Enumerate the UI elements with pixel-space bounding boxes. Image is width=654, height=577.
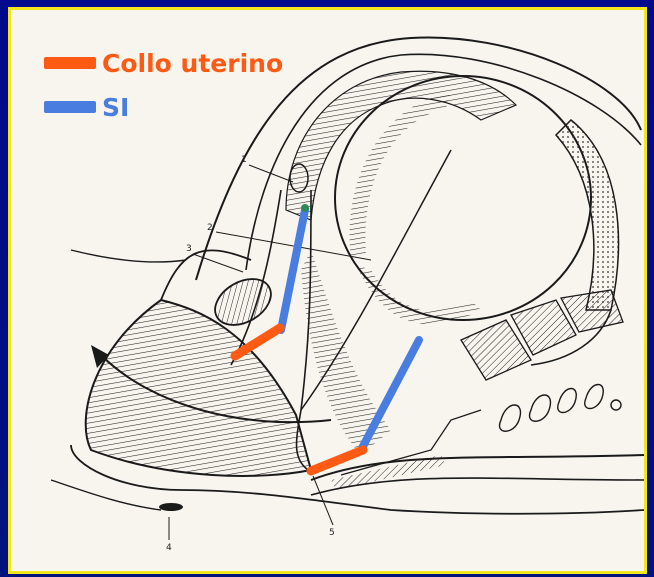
anatomy-label-5: 5 [329, 528, 335, 538]
external-contour-2 [51, 480, 161, 510]
thigh-line [71, 250, 186, 262]
legend-item-si: SI [44, 90, 129, 124]
rectum-loops [500, 385, 604, 432]
fetal-head-hatch-lower [356, 265, 481, 324]
rectum-small [611, 400, 621, 410]
sacrum-band [556, 120, 618, 310]
leader-1 [249, 165, 293, 182]
legend-item-cervix: Collo uterino [44, 46, 283, 80]
legend-swatch-si [44, 101, 96, 113]
legend-swatch-cervix [44, 57, 96, 69]
anatomy-label-3: 3 [186, 244, 192, 254]
fetal-head-hatch [349, 92, 451, 260]
anatomy-label-4: 4 [166, 543, 172, 553]
lower-segment-posterior [361, 340, 419, 450]
legend-label-si: SI [102, 93, 129, 122]
segment-junction-marker [301, 204, 309, 212]
legend-label-cervix: Collo uterino [102, 49, 283, 78]
figure-frame: 1 2 3 4 5 Collo uterino SI [8, 7, 647, 574]
urethral-meatus [159, 503, 183, 511]
anatomy-label-2: 2 [207, 223, 213, 233]
anatomy-label-1: 1 [241, 155, 247, 165]
